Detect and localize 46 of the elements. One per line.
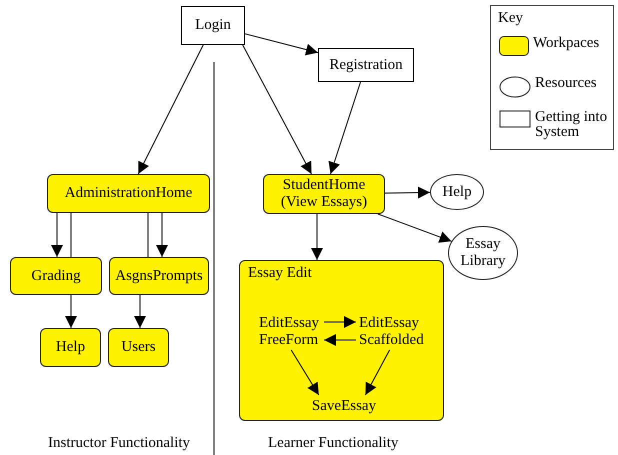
arrow — [156, 212, 168, 258]
resource-ellipse — [430, 174, 484, 210]
arrow — [138, 44, 204, 174]
workspace-box — [109, 257, 209, 295]
arrow — [324, 316, 356, 328]
arrow — [51, 212, 63, 258]
node-label: Registration — [329, 56, 403, 74]
node-label: Help — [442, 184, 472, 200]
arrow — [311, 214, 323, 260]
legend-label: Getting into System — [535, 110, 608, 140]
legend-label: Workpaces — [533, 36, 600, 51]
arrow — [242, 44, 312, 174]
arrow — [377, 214, 452, 243]
workspace-box — [263, 174, 385, 214]
arrow — [324, 334, 356, 346]
legend-title: Key — [498, 10, 524, 27]
workspace-box — [239, 260, 444, 421]
arrow — [290, 350, 320, 396]
node-label: Login — [195, 17, 231, 34]
node-label: Essay Library — [460, 236, 506, 270]
node-label: AsgnsPrompts — [115, 268, 203, 284]
workspace-box — [10, 257, 102, 295]
arrow — [384, 186, 430, 199]
arrow — [65, 294, 77, 328]
arrow — [134, 294, 146, 328]
process-box — [318, 48, 414, 82]
node-label: EditEssay FreeForm — [259, 315, 320, 349]
workspace-box — [108, 328, 169, 367]
process-box — [181, 6, 245, 45]
node-label: EditEssay Scaffolded — [359, 315, 425, 349]
arrow — [328, 82, 361, 174]
node-label: Users — [121, 339, 156, 356]
node-label: StudentHome (View Essays) — [280, 177, 368, 211]
node-label: Essay Edit — [248, 265, 312, 282]
node-label: SaveEssay — [312, 398, 376, 414]
workspace-box — [47, 174, 210, 213]
section-label: Learner Functionality — [268, 435, 400, 452]
node-label: Help — [56, 339, 86, 356]
arrow — [244, 33, 318, 56]
resource-ellipse — [448, 226, 518, 280]
section-label: Instructor Functionality — [48, 435, 192, 452]
legend-label: Resources — [535, 76, 598, 91]
workspace-box — [40, 328, 101, 367]
node-label: Grading — [31, 268, 81, 284]
arrow — [364, 350, 390, 396]
node-label: AdministrationHome — [64, 185, 192, 202]
